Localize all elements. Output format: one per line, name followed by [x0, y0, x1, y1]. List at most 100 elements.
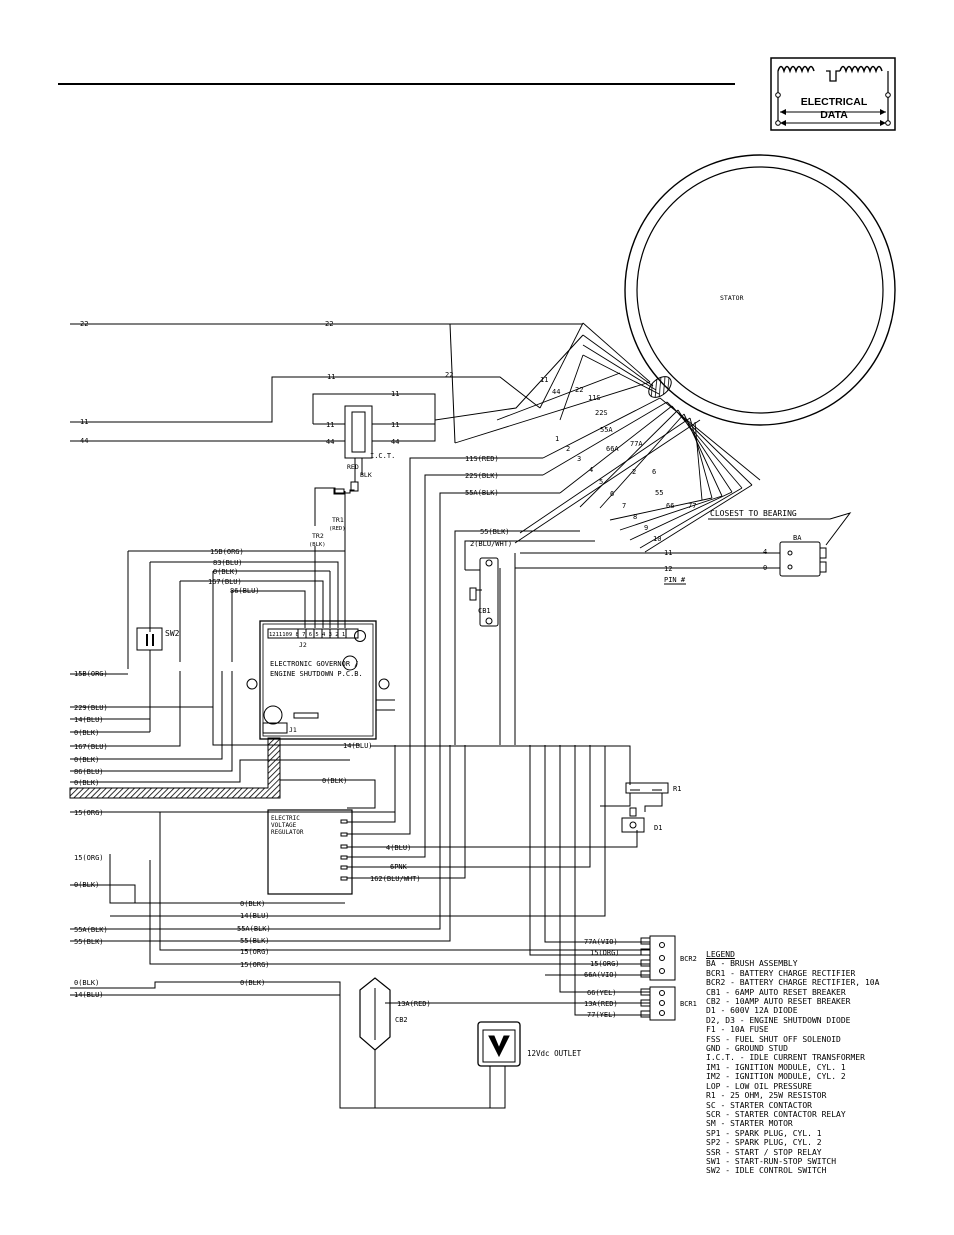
- pin-6: 6: [610, 490, 614, 498]
- label-77a: 77A(VIO): [584, 938, 618, 946]
- legend-item: SP2 - SPARK PLUG, CYL. 2: [706, 1138, 822, 1148]
- label-167: 167(BLU): [208, 578, 242, 586]
- electrical-data-badge: [770, 57, 896, 131]
- legend-item: BCR1 - BATTERY CHARGE RECTIFIER: [706, 968, 856, 978]
- label-0-evr: 0(BLK): [322, 777, 347, 785]
- j2-pin-numbers: 1211109 8 7 6 5 4 3 2 1: [269, 632, 345, 638]
- left-wire-0c: 0(BLK): [74, 779, 99, 787]
- cb2-breaker: [359, 977, 391, 1051]
- left-wire-11: 11: [80, 418, 88, 426]
- label-66a: 66A(VIO): [584, 971, 618, 979]
- evr-title-1: ELECTRIC: [271, 815, 300, 822]
- j1-label: J1: [289, 726, 297, 734]
- label-6pnk: 6PNK: [390, 863, 408, 871]
- stator-wire-44: 44: [552, 388, 560, 396]
- label-11-ict-left: 11: [326, 421, 334, 429]
- label-2-bluwht: 2(BLU/WHT): [470, 540, 512, 548]
- legend-item: SM - STARTER MOTOR: [706, 1119, 793, 1129]
- label-14-lower: 14(BLU): [240, 912, 270, 920]
- stator-wire-66a: 66A: [606, 445, 619, 453]
- stator-fan-wires: [454, 322, 761, 553]
- outlet-label: 12Vdc OUTLET: [527, 1049, 582, 1058]
- stator-wire-11s: 11S: [588, 394, 601, 402]
- stator-wire-66: 66: [666, 502, 674, 510]
- label-14-long: 14(BLU): [343, 742, 373, 750]
- left-wire-55: 55(BLK): [74, 938, 104, 946]
- pin-8: 8: [633, 513, 637, 521]
- dc-outlet: [477, 1021, 521, 1067]
- wire-11-left: [70, 376, 541, 423]
- voltage-regulator: [267, 809, 353, 895]
- ict-blk-label: BLK: [360, 471, 372, 479]
- label-4-blu: 4(BLU): [386, 844, 411, 852]
- tr2-color: (BLK): [309, 542, 326, 548]
- label-55-blk: 55(BLK): [480, 528, 510, 536]
- stator-wire-77a: 77A: [630, 440, 643, 448]
- pin-5: 5: [599, 478, 603, 486]
- r1-resistor: [625, 782, 669, 794]
- stator-label: STATOR: [720, 294, 744, 302]
- pin-9: 9: [644, 524, 648, 532]
- ict-transformer: [344, 405, 373, 459]
- j1-cable: [69, 737, 281, 799]
- legend-item: SP1 - SPARK PLUG, CYL. 1: [706, 1128, 822, 1138]
- left-wire-0d: 0(BLK): [74, 881, 99, 889]
- j2-label: J2: [299, 641, 307, 649]
- left-wire-0e: 0(BLK): [74, 979, 99, 987]
- label-11-ict-right: 11: [391, 421, 399, 429]
- label-77: 77(YEL): [587, 1011, 617, 1019]
- cb2-label: CB2: [395, 1016, 408, 1024]
- stator-wire-55a: 55A: [600, 426, 613, 434]
- legend-item: F1 - 10A FUSE: [706, 1025, 769, 1035]
- stator-outer: [624, 154, 896, 426]
- legend-item: CB2 - 10AMP AUTO RESET BREAKER: [706, 997, 851, 1007]
- ba-pin-11: 11: [664, 549, 672, 557]
- label-0-cb2: 0(BLK): [240, 979, 265, 987]
- d1-label: D1: [654, 824, 662, 832]
- label-15b-top: 15B(ORG): [210, 548, 244, 556]
- legend-item: D2, D3 - ENGINE SHUTDOWN DIODE: [706, 1015, 851, 1025]
- legend-item: IM1 - IGNITION MODULE, CYL. 1: [706, 1062, 846, 1072]
- left-wire-15a: 15(ORG): [74, 809, 104, 817]
- legend-item: SCR - STARTER CONTACTOR RELAY: [706, 1109, 846, 1119]
- label-86: 86(BLU): [230, 587, 260, 595]
- label-15-lower-a: 15(ORG): [240, 948, 270, 956]
- ba-brush-assembly: [779, 541, 821, 577]
- left-wire-15b: 15B(ORG): [74, 670, 108, 678]
- label-13a-cb2: 13A(RED): [397, 1000, 431, 1008]
- pcb-title-1: ELECTRONIC GOVERNOR /: [270, 660, 359, 668]
- legend-item: LOP - LOW OIL PRESSURE: [706, 1081, 812, 1091]
- ba-wire-4: 4: [763, 548, 767, 556]
- label-22-vert: 22: [445, 371, 453, 379]
- legend-item: BA - BRUSH ASSEMBLY: [706, 959, 798, 969]
- stator-wire-77: 77: [688, 502, 696, 510]
- evr-title-2: VOLTAGE: [271, 822, 297, 829]
- label-44-ict-right: 44: [391, 438, 399, 446]
- left-wire-22: 22: [80, 320, 88, 328]
- ict-label: I.C.T.: [370, 452, 395, 460]
- pin-7: 7: [622, 502, 626, 510]
- bcr2-rectifier: [649, 935, 676, 981]
- left-wire-229: 229(BLU): [74, 704, 108, 712]
- left-wire-14: 14(BLU): [74, 716, 104, 724]
- bcr2-label: BCR2: [680, 955, 697, 963]
- ba-pin-12: 12: [664, 565, 672, 573]
- tr2-label: TR2: [312, 532, 324, 540]
- label-0-top: 0(BLK): [213, 568, 238, 576]
- pin-number-label: PIN #: [664, 576, 686, 584]
- pin-10: 10: [653, 535, 661, 543]
- legend-item: SSR - START / STOP RELAY: [706, 1147, 822, 1157]
- stator-wire-55: 55: [655, 489, 663, 497]
- legend-item: SC - STARTER CONTACTOR: [706, 1100, 812, 1110]
- label-15-bcr2a: 15(ORG): [590, 949, 620, 957]
- label-15-bcr2b: 15(ORG): [590, 960, 620, 968]
- ict-red-label: RED: [347, 463, 359, 471]
- pin-4: 4: [589, 466, 593, 474]
- legend-item: GND - GROUND STUD: [706, 1044, 788, 1054]
- stator-wire-6: 6: [652, 468, 656, 476]
- tr1-color: (RED): [329, 526, 346, 532]
- pin-1: 1: [555, 435, 559, 443]
- label-55a-lower: 55A(BLK): [237, 925, 271, 933]
- ba-label: BA: [793, 534, 802, 542]
